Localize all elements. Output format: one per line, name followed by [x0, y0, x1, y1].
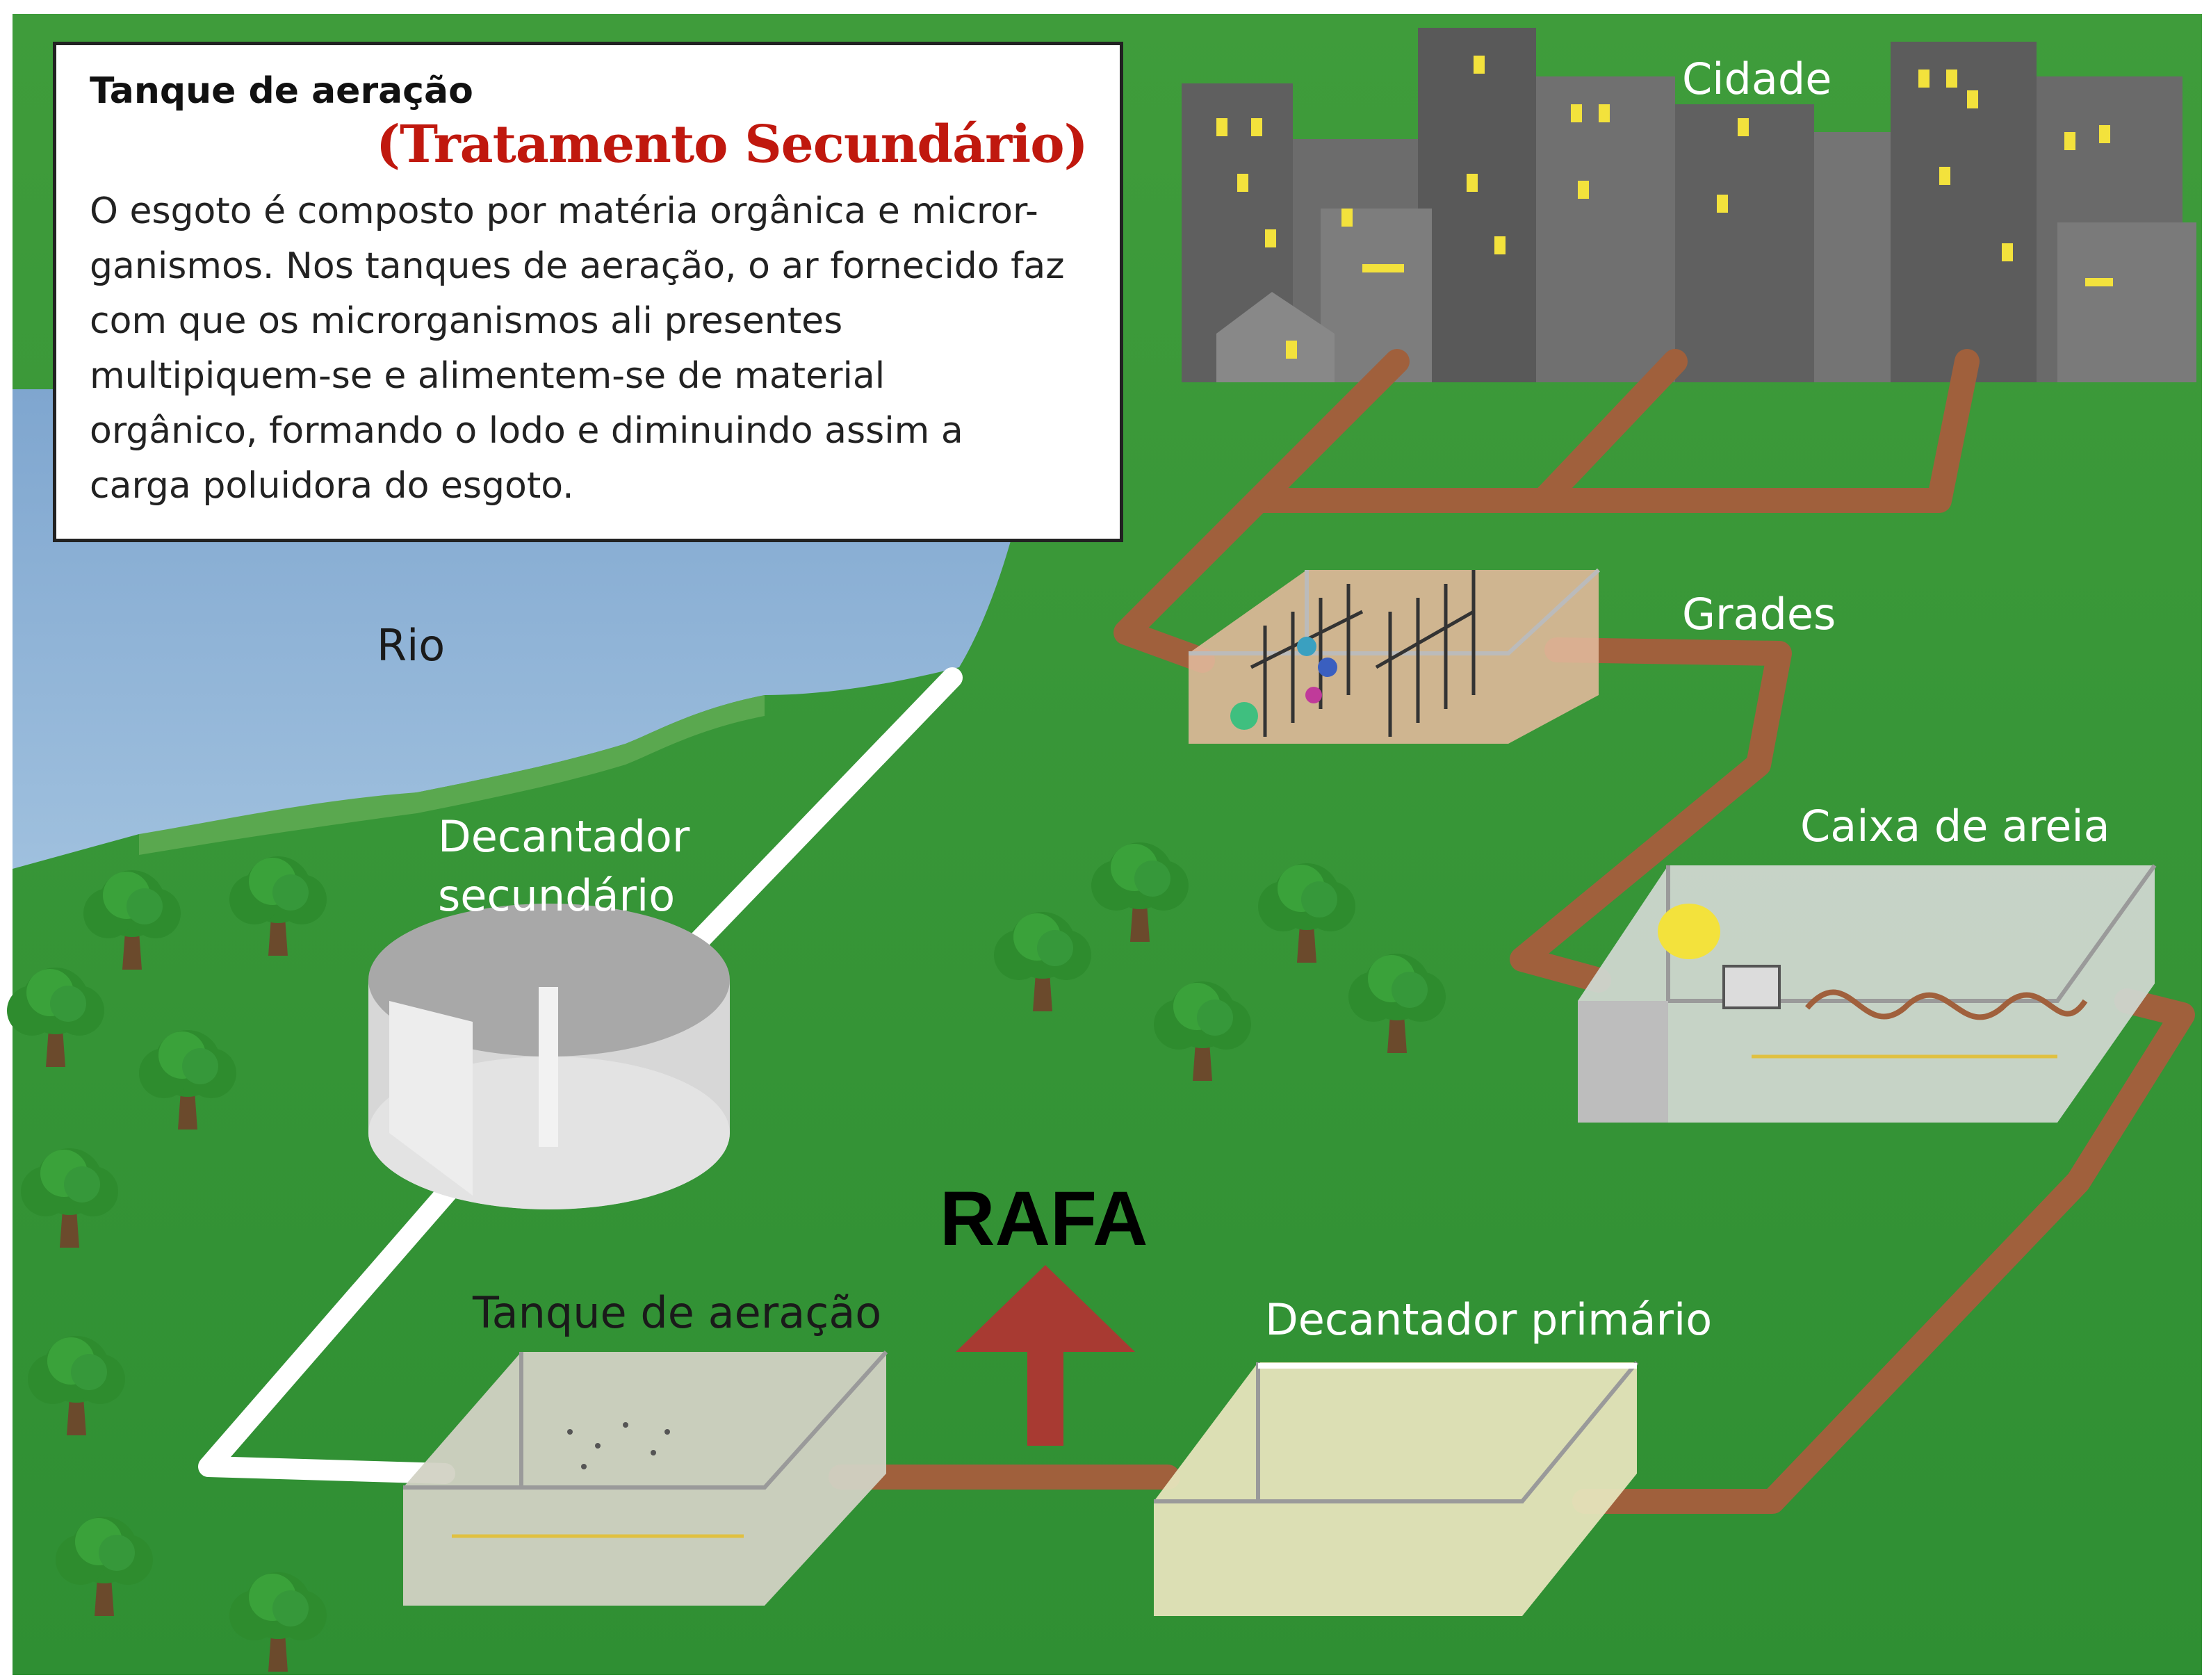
sand-box-unit [1578, 864, 2157, 1123]
aeration-tank-label: Tanque de aeração [472, 1287, 881, 1338]
secondary-settler-unit [368, 904, 730, 1209]
info-panel: Tanque de aeração (Tratamento Secundário… [53, 42, 1123, 542]
info-subtitle: (Tratamento Secundário) [376, 115, 1088, 174]
city-skyline: Cidade [1182, 28, 2196, 382]
city-label: Cidade [1682, 54, 1831, 104]
aeration-tank-unit [403, 1350, 888, 1606]
clean-pipes [198, 667, 963, 1484]
rafa-annotation: RAFA [940, 1176, 1148, 1262]
secondary-settler-label-line1: Decantador [438, 811, 690, 862]
sewer-pipes [829, 349, 2195, 1514]
primary-settler-unit [1154, 1361, 1639, 1616]
up-arrow-icon [956, 1265, 1135, 1446]
info-title: Tanque de aeração [90, 70, 473, 112]
info-body: O esgoto é composto por matéria orgânica… [90, 190, 1065, 507]
grates-label: Grades [1682, 589, 1836, 639]
grates-unit [1189, 568, 1601, 744]
secondary-settler-label-line2: secundário [438, 870, 675, 921]
sand-box-label: Caixa de areia [1800, 801, 2110, 851]
river-label: Rio [377, 620, 445, 671]
primary-settler-label: Decantador primário [1265, 1294, 1712, 1345]
